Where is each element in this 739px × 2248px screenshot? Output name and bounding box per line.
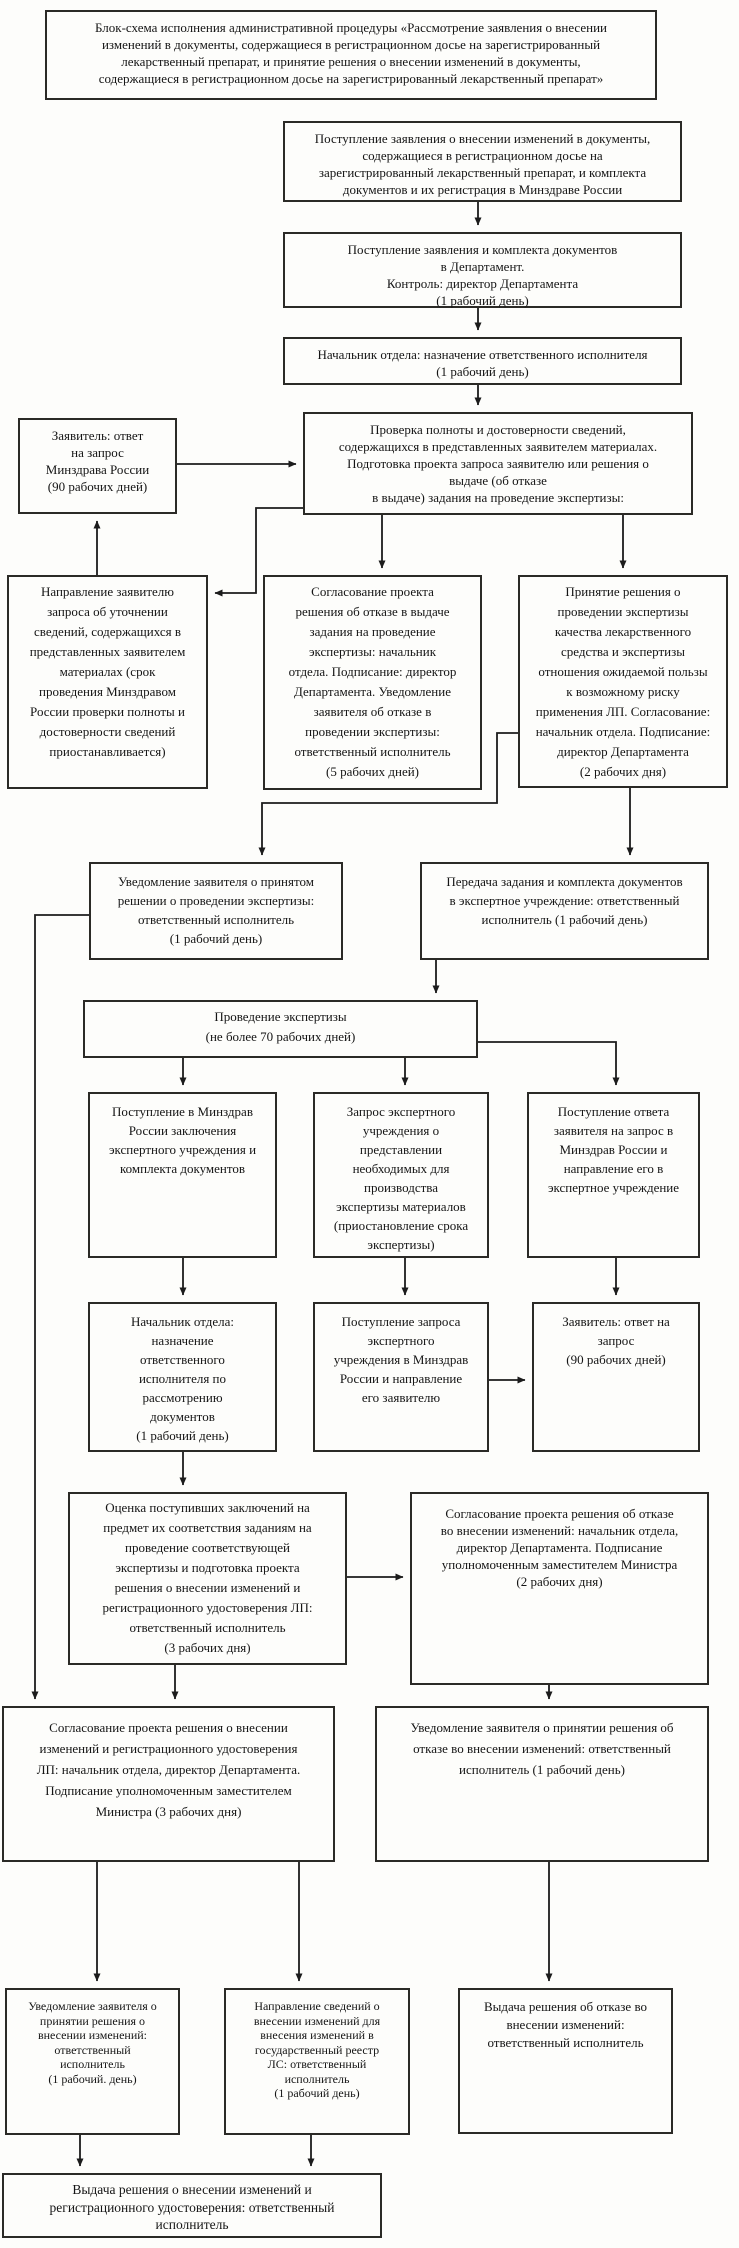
node-chief: Начальник отдела: назначение ответственн… xyxy=(283,337,682,385)
node-request-forward: Поступление запроса экспертного учрежден… xyxy=(313,1302,489,1452)
node-title: Блок-схема исполнения административной п… xyxy=(45,10,657,100)
node-notify-refusal: Уведомление заявителя о принятии решения… xyxy=(375,1706,709,1862)
node-issue-changes: Выдача решения о внесении изменений и ре… xyxy=(2,2173,382,2238)
node-notify-changes: Уведомление заявителя о принятии решения… xyxy=(5,1988,180,2135)
node-evaluate: Оценка поступивших заключений на предмет… xyxy=(68,1492,347,1665)
node-approve-changes: Согласование проекта решения о внесении … xyxy=(2,1706,335,1862)
edge-expertise-answer xyxy=(478,1041,620,1086)
edge-decide-notify xyxy=(258,732,518,856)
node-expert-request: Запрос экспертного учреждения о представ… xyxy=(313,1092,489,1258)
node-decide-expertise: Принятие решения о проведении экспертизы… xyxy=(518,575,728,788)
node-registry: Направление сведений о внесении изменени… xyxy=(224,1988,410,2135)
edge-notify-approvechanges xyxy=(31,914,89,1700)
node-dept: Поступление заявления и комплекта докуме… xyxy=(283,232,682,308)
edge-check-clarify xyxy=(214,507,303,597)
node-check: Проверка полноты и достоверности сведени… xyxy=(303,412,693,515)
node-approve-refusal: Согласование проекта решения об отказе в… xyxy=(410,1492,709,1685)
node-request-clarify: Направление заявителю запроса об уточнен… xyxy=(7,575,208,789)
node-applicant-answer2: Заявитель: ответ на запрос (90 рабочих д… xyxy=(532,1302,700,1452)
node-conclusion-in: Поступление в Минздрав России заключения… xyxy=(88,1092,277,1258)
node-issue-refusal: Выдача решения об отказе во внесении изм… xyxy=(458,1988,673,2134)
node-refuse-task: Согласование проекта решения об отказе в… xyxy=(263,575,482,790)
node-answer-in: Поступление ответа заявителя на запрос в… xyxy=(527,1092,700,1258)
node-expertise: Проведение экспертизы (не более 70 рабоч… xyxy=(83,1000,478,1058)
node-chief2: Начальник отдела: назначение ответственн… xyxy=(88,1302,277,1452)
node-notify-decision: Уведомление заявителя о принятом решении… xyxy=(89,862,343,960)
node-intake: Поступление заявления о внесении изменен… xyxy=(283,121,682,202)
node-transfer: Передача задания и комплекта документов … xyxy=(420,862,709,960)
node-applicant-answer: Заявитель: ответ на запрос Минздрава Рос… xyxy=(18,418,177,514)
